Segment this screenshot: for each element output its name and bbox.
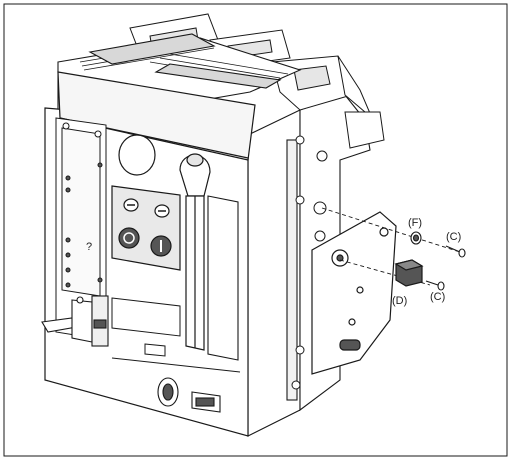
indicator-window bbox=[144, 343, 166, 357]
accessory-panel bbox=[55, 117, 107, 341]
charging-lever bbox=[179, 153, 211, 351]
block-part-d bbox=[394, 259, 424, 287]
screw-part-c-bottom bbox=[425, 280, 445, 291]
label-c-top: (C) bbox=[446, 231, 461, 243]
screw-part-c-top bbox=[445, 245, 466, 258]
question-mark-label: ? bbox=[86, 241, 92, 253]
control-panel bbox=[111, 185, 181, 271]
racking-mechanism bbox=[157, 377, 221, 413]
label-f: (F) bbox=[408, 217, 422, 229]
spacer-part-f bbox=[410, 231, 422, 245]
status-window bbox=[118, 134, 156, 176]
rating-plate bbox=[111, 297, 181, 337]
label-c-bottom: (C) bbox=[430, 291, 445, 303]
mounting-bracket bbox=[311, 211, 397, 375]
front-divider bbox=[111, 357, 241, 373]
figure-border bbox=[3, 3, 508, 457]
side-panel-holes bbox=[291, 135, 328, 390]
open-button bbox=[118, 227, 140, 249]
racking-handle bbox=[41, 295, 109, 347]
label-d: (D) bbox=[392, 295, 407, 307]
nameplate-slot bbox=[207, 195, 239, 361]
